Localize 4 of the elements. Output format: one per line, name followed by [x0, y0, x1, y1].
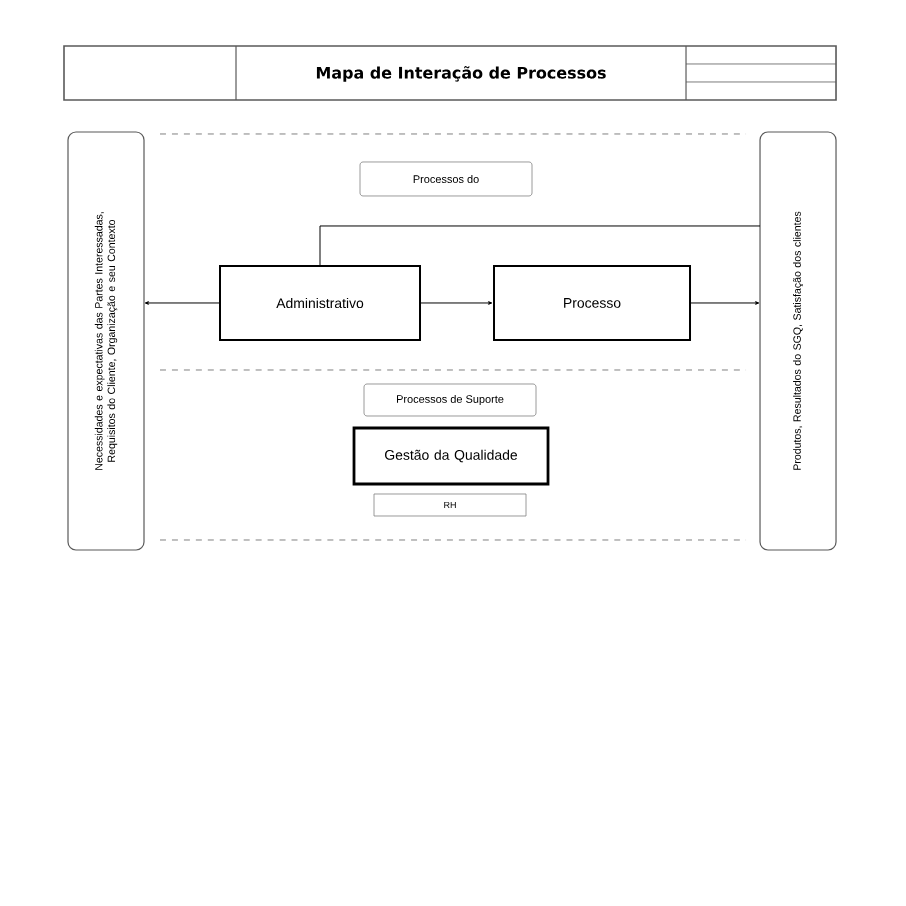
connector — [144, 301, 220, 305]
connector — [420, 301, 493, 305]
connector — [319, 225, 761, 266]
connector — [690, 301, 760, 305]
